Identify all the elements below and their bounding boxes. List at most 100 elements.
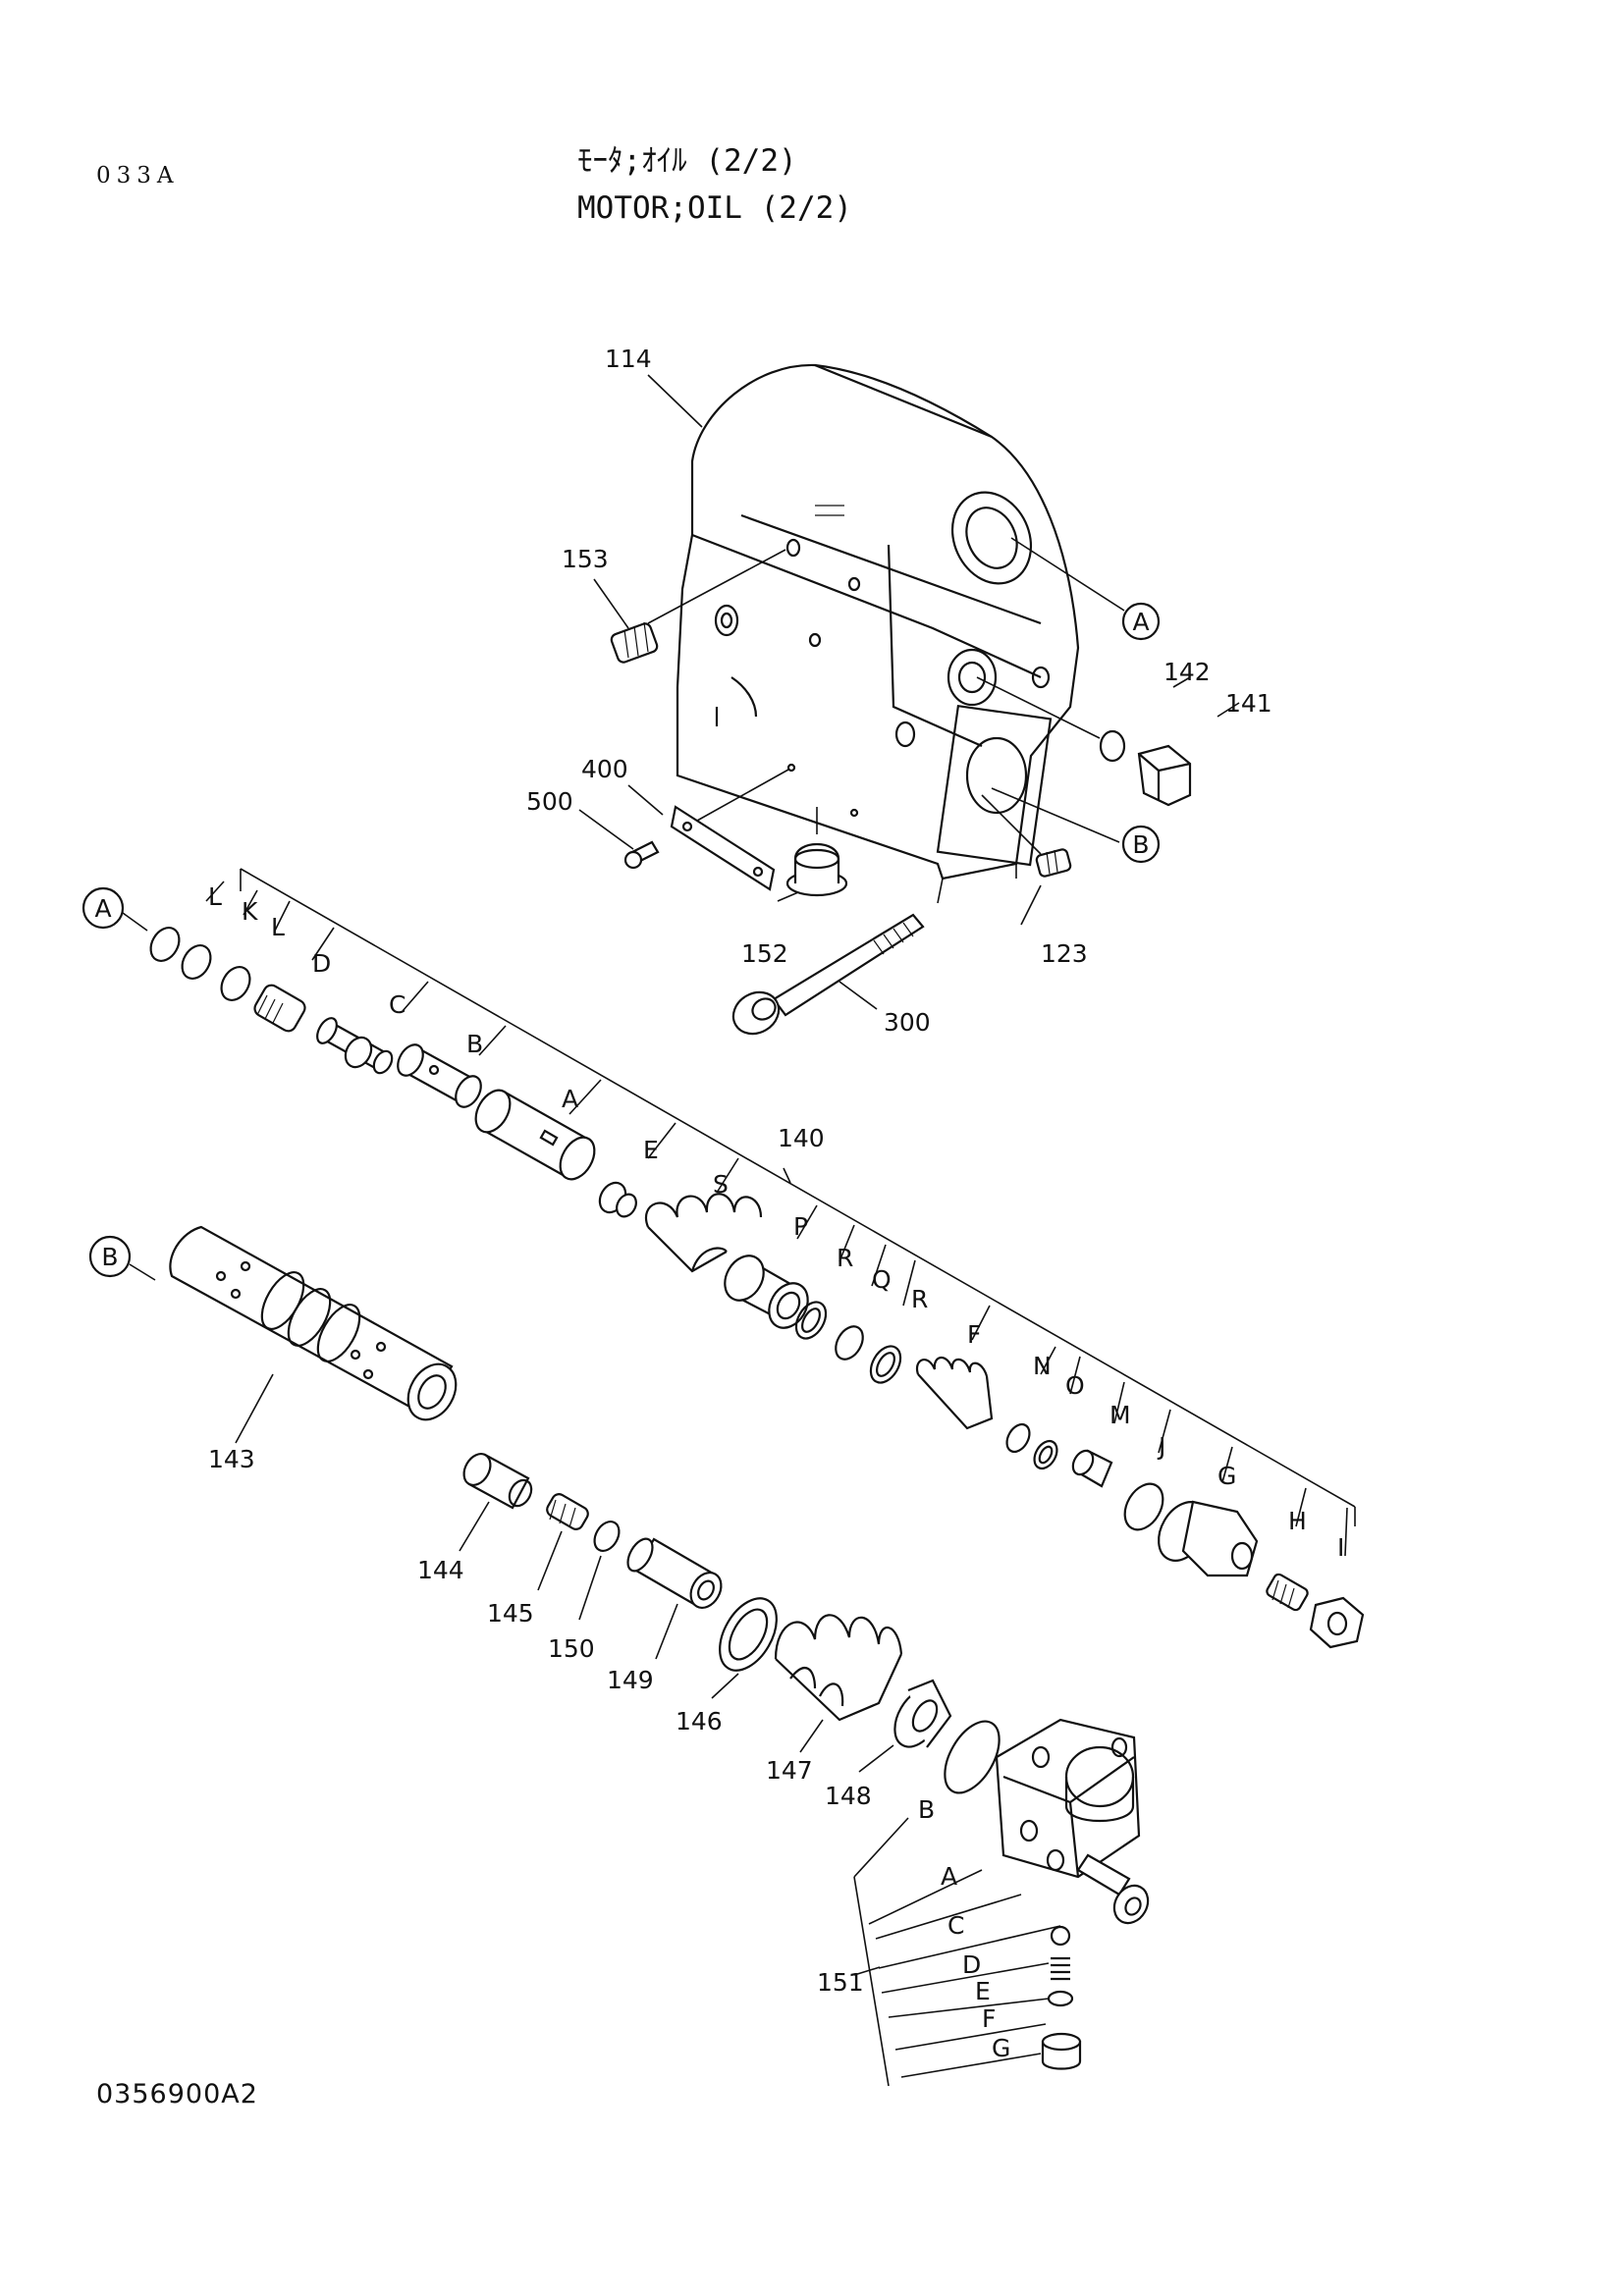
label-151: 151	[817, 1968, 864, 1997]
svg-text:B: B	[1132, 830, 1149, 859]
ref-b-left: B	[88, 1235, 156, 1281]
sub-part-label-a: A	[562, 1085, 578, 1113]
housing-114	[676, 363, 1080, 881]
sub-part-label-c: C	[389, 990, 406, 1019]
washer-146	[719, 1597, 778, 1672]
label-145: 145	[487, 1599, 534, 1628]
sub-part-label-d: D	[962, 1950, 981, 1979]
label-500: 500	[526, 787, 573, 816]
sub-part-label-g: G	[1217, 1462, 1236, 1490]
spring-147	[774, 1614, 903, 1722]
sub-part-label-e: E	[975, 1977, 991, 2005]
leader-145	[537, 1530, 563, 1591]
sub-part-leader	[716, 1157, 739, 1194]
bracket-151	[853, 1817, 1061, 2087]
sub-part-leader	[1113, 1381, 1125, 1424]
sub-part-label-r: R	[837, 1244, 853, 1272]
sub-part-label-h: H	[1288, 1507, 1307, 1535]
sub-part-label-l: L	[271, 913, 285, 941]
label-142: 142	[1163, 658, 1211, 686]
leader-146	[711, 1673, 739, 1699]
sub-part-label-f: F	[982, 2004, 996, 2033]
part-145	[546, 1493, 589, 1530]
leader-147	[799, 1719, 824, 1753]
sub-part-leader	[1221, 1446, 1233, 1483]
title-japanese: ﾓｰﾀ;ｵｲﾙ (2/2)	[577, 143, 797, 179]
sub-part-leader	[1040, 1346, 1056, 1375]
sub-part-leader	[274, 900, 291, 932]
sub-part-leader	[402, 981, 429, 1012]
sub-part-leader	[1344, 1507, 1348, 1557]
label-143: 143	[208, 1445, 255, 1473]
title-english: MOTOR;OIL (2/2)	[577, 190, 852, 226]
sub-part-label-o: O	[1065, 1371, 1085, 1400]
leader-143	[235, 1373, 274, 1444]
sub-part-leader	[1295, 1487, 1307, 1527]
assembly-140-parts	[149, 927, 1365, 1649]
label-114: 114	[605, 345, 652, 373]
sub-part-leader	[478, 1025, 507, 1056]
plug-141	[1137, 744, 1192, 807]
sub-part-label-c: C	[947, 1911, 964, 1940]
sub-part-leader	[1158, 1409, 1171, 1454]
leader-148	[858, 1744, 894, 1773]
sub-part-leader	[568, 1079, 602, 1115]
sub-part-label-b: B	[466, 1030, 483, 1058]
label-300: 300	[884, 1008, 931, 1037]
label-140: 140	[778, 1124, 825, 1152]
label-149: 149	[607, 1666, 654, 1694]
sub-part-label-a: A	[941, 1862, 957, 1891]
sub-part-label-j: J	[1157, 1432, 1165, 1461]
sub-part-leader	[647, 1122, 676, 1159]
plug-152	[785, 842, 848, 897]
o-ring-150	[593, 1520, 621, 1553]
sub-part-leader	[839, 1224, 855, 1262]
label-141: 141	[1225, 689, 1272, 718]
o-ring-142	[1099, 729, 1126, 763]
bolt-300	[731, 913, 925, 1036]
leader-149	[655, 1603, 678, 1660]
part-148	[893, 1679, 952, 1748]
page-code: 033A	[96, 163, 180, 188]
sub-part-label-e: E	[643, 1136, 659, 1164]
sub-part-label-g: G	[992, 2034, 1010, 2062]
sub-part-leader	[902, 1259, 916, 1307]
sub-part-leader	[1069, 1356, 1081, 1395]
svg-text:A: A	[94, 894, 111, 923]
label-153: 153	[562, 545, 609, 573]
part-149	[626, 1537, 723, 1609]
sub-part-leader	[796, 1204, 818, 1240]
sub-part-leader	[971, 1305, 991, 1341]
sub-part-label-s: S	[713, 1170, 729, 1199]
ref-b-top: B	[1121, 825, 1161, 864]
sub-part-leader	[205, 881, 225, 902]
sub-part-label-q: Q	[872, 1265, 892, 1294]
sub-part-label-l: L	[208, 882, 222, 911]
sub-part-leader	[243, 889, 258, 916]
plug-123	[1035, 848, 1072, 878]
sub-part-leader	[311, 927, 335, 961]
svg-text:B: B	[101, 1243, 118, 1271]
sub-part-label-k: K	[242, 897, 258, 926]
label-148: 148	[825, 1782, 872, 1810]
sub-part-label-m: M	[1109, 1401, 1131, 1429]
svg-text:A: A	[1132, 608, 1149, 636]
drawing-number: 0356900A2	[96, 2079, 258, 2109]
ref-a-top: A	[1121, 602, 1161, 641]
leader-150	[578, 1555, 602, 1621]
cover-151	[944, 1718, 1150, 2070]
sub-part-leader	[871, 1244, 887, 1287]
plug-153	[610, 621, 659, 664]
label-147: 147	[766, 1756, 813, 1785]
label-144: 144	[417, 1556, 464, 1584]
sub-part-label-d: D	[312, 949, 331, 978]
leader-lines-top	[578, 374, 1240, 1010]
plate-400	[670, 805, 776, 891]
screw-500	[623, 840, 660, 870]
ref-a-left: A	[81, 886, 148, 932]
label-400: 400	[581, 755, 628, 783]
spool-143	[169, 1225, 458, 1421]
